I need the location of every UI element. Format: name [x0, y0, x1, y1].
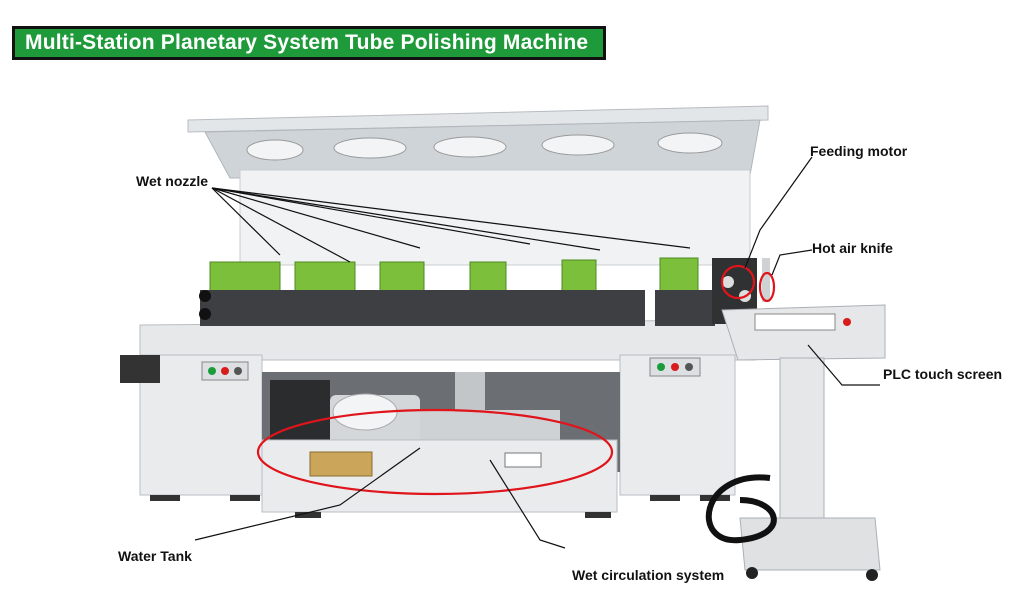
machine-hood — [187, 105, 769, 179]
label-hot-air-knife: Hot air knife — [812, 240, 893, 256]
label-water-tank: Water Tank — [118, 548, 192, 564]
highlights — [256, 264, 776, 496]
polishing-head — [375, 261, 465, 326]
polishing-head — [655, 257, 715, 326]
polishing-stations — [199, 257, 770, 326]
polishing-head — [290, 261, 375, 326]
hot-air-knife-highlight — [758, 271, 776, 303]
label-plc-touch-screen: PLC touch screen — [883, 366, 1003, 382]
label-wet-nozzle: Wet nozzle — [136, 173, 209, 189]
exhaust-ducts — [332, 372, 485, 431]
diagram-title: Multi-Station Planetary System Tube Poli… — [25, 31, 589, 54]
back-panel — [239, 169, 751, 266]
polishing-head — [555, 259, 645, 326]
leader-lines — [194, 156, 880, 549]
plc-stand — [705, 304, 886, 581]
water-tank-highlight — [256, 408, 614, 496]
polishing-head — [199, 261, 295, 326]
label-feeding-motor: Feeding motor — [810, 143, 908, 159]
polishing-head — [465, 261, 555, 326]
title-banner: Multi-Station Planetary System Tube Poli… — [12, 26, 606, 60]
feeding-motor-highlight — [720, 264, 756, 300]
label-wet-circulation-system: Wet circulation system — [572, 567, 725, 583]
